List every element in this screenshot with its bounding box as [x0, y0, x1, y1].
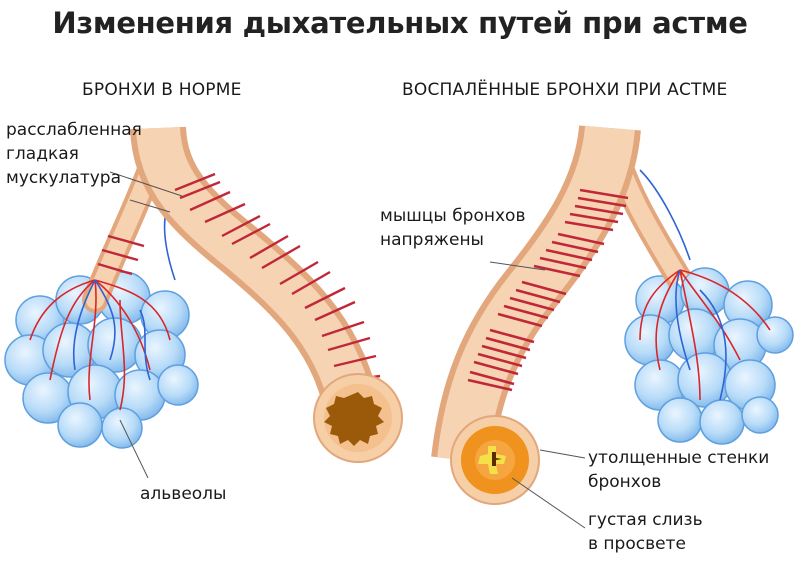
relaxed-muscle-label-line3: мускулатура: [6, 168, 122, 188]
relaxed-muscle-label-line1: расслабленная: [6, 120, 142, 140]
thickened-wall-label-line1: утолщенные стенки: [588, 448, 770, 468]
normal-cross-section: [313, 373, 403, 463]
asthma-alveoli-cluster: [624, 267, 794, 445]
normal-bronchus: [4, 125, 403, 479]
thickened-wall-label-line2: бронхов: [588, 472, 662, 492]
tense-muscle-label-line1: мышцы бронхов: [380, 206, 526, 226]
normal-bronchi-heading: БРОНХИ В НОРМЕ: [82, 80, 242, 100]
inflamed-cross-section: [450, 415, 540, 505]
tense-muscle-bands: [467, 188, 629, 392]
alveoli-label: альвеолы: [140, 484, 227, 504]
relaxed-muscle-bands: [97, 172, 381, 384]
asthma-bronchi-heading: ВОСПАЛЁННЫЕ БРОНХИ ПРИ АСТМЕ: [402, 80, 728, 100]
page-title: Изменения дыхательных путей при астме: [52, 6, 748, 40]
mucus-label-line2: в просвете: [588, 534, 686, 554]
asthma-vessels: [639, 169, 771, 401]
relaxed-muscle-label-line2: гладкая: [6, 144, 79, 164]
mucus-label-line1: густая слизь: [588, 510, 703, 530]
tense-muscle-label-line2: напряжены: [380, 230, 484, 250]
asthma-bronchus: [431, 124, 794, 529]
